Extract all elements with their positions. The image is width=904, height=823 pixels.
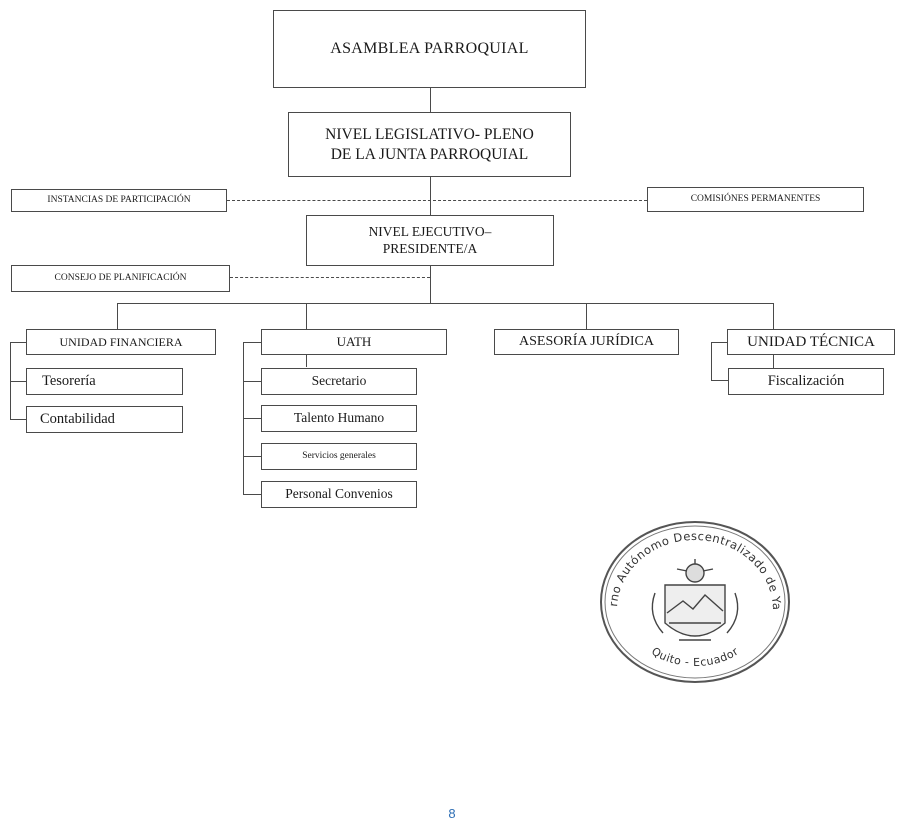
box-uath: UATH xyxy=(261,329,447,355)
tecnica-bracket-vertical xyxy=(711,342,713,381)
personal-convenios-label: Personal Convenios xyxy=(285,486,393,502)
tecnica-label: UNIDAD TÉCNICA xyxy=(747,333,875,350)
financiera-branch-tesoreria xyxy=(10,381,26,383)
svg-text:Quito - Ecuador: Quito - Ecuador xyxy=(649,645,741,669)
box-asamblea-parroquial: ASAMBLEA PARROQUIAL xyxy=(273,10,586,88)
legislativo-line-2: DE LA JUNTA PARROQUIAL xyxy=(330,145,529,163)
connector-ejecutivo-bus xyxy=(430,266,432,304)
coat-of-arms-icon xyxy=(651,559,739,641)
box-asesoria-juridica: ASESORÍA JURÍDICA xyxy=(494,329,679,355)
legislativo-line-1: NIVEL LEGISLATIVO- PLENO xyxy=(325,126,534,144)
box-servicios-generales: Servicios generales xyxy=(261,443,417,470)
box-contabilidad: Contabilidad xyxy=(26,406,183,433)
tecnica-bracket-top xyxy=(711,342,727,344)
seal-bottom-text: Quito - Ecuador xyxy=(649,645,740,669)
comisiones-label: COMISIÓNES PERMANENTES xyxy=(690,193,821,204)
drop-financiera xyxy=(117,303,119,329)
dashed-connector-participacion xyxy=(227,200,647,201)
tecnica-branch xyxy=(711,380,728,382)
horizontal-bus xyxy=(117,303,774,305)
juridica-label: ASESORÍA JURÍDICA xyxy=(519,334,654,350)
contabilidad-label: Contabilidad xyxy=(40,411,115,428)
talento-humano-label: Talento Humano xyxy=(293,410,385,426)
consejo-label: CONSEJO DE PLANIFICACIÓN xyxy=(54,272,187,283)
uath-bracket-top xyxy=(243,342,261,344)
uath-stem xyxy=(306,355,308,367)
drop-juridica xyxy=(586,303,588,329)
drop-uath xyxy=(306,303,308,329)
financiera-label: UNIDAD FINANCIERA xyxy=(59,334,183,349)
secretario-label: Secretario xyxy=(311,373,367,389)
servicios-generales-label: Servicios generales xyxy=(302,450,376,461)
drop-tecnica xyxy=(773,303,775,329)
seal-stamp-icon: Gobierno Autónomo Descentralizado de Yar… xyxy=(590,504,790,683)
box-consejo-planificacion: CONSEJO DE PLANIFICACIÓN xyxy=(11,265,230,292)
box-comisiones-permanentes: COMISIÓNES PERMANENTES xyxy=(647,187,864,212)
tesoreria-label: Tesorería xyxy=(42,373,96,390)
financiera-bracket-top xyxy=(10,342,26,344)
uath-branch-3 xyxy=(243,456,261,458)
ejecutivo-line-2: PRESIDENTE/A xyxy=(382,240,478,256)
ejecutivo-line-1: NIVEL EJECUTIVO– xyxy=(368,223,492,239)
instancias-label: INSTANCIAS DE PARTICIPACIÓN xyxy=(47,194,191,205)
page-number: 8 xyxy=(448,806,456,821)
fiscalizacion-label: Fiscalización xyxy=(767,373,845,390)
dashed-connector-consejo xyxy=(230,277,430,278)
uath-branch-1 xyxy=(243,381,261,383)
financiera-branch-contabilidad xyxy=(10,419,26,421)
official-seal: Gobierno Autónomo Descentralizado de Yar… xyxy=(590,504,795,685)
box-talento-humano: Talento Humano xyxy=(261,405,417,432)
uath-label: UATH xyxy=(336,333,372,349)
box-nivel-legislativo: NIVEL LEGISLATIVO- PLENO DE LA JUNTA PAR… xyxy=(288,112,571,177)
tecnica-stem xyxy=(773,355,775,368)
box-fiscalizacion: Fiscalización xyxy=(728,368,884,395)
uath-branch-4 xyxy=(243,494,261,496)
box-instancias-participacion: INSTANCIAS DE PARTICIPACIÓN xyxy=(11,189,227,212)
connector-asamblea-legislativo xyxy=(430,88,432,112)
box-secretario: Secretario xyxy=(261,368,417,395)
box-unidad-financiera: UNIDAD FINANCIERA xyxy=(26,329,216,355)
box-personal-convenios: Personal Convenios xyxy=(261,481,417,508)
box-unidad-tecnica: UNIDAD TÉCNICA xyxy=(727,329,895,355)
connector-legislativo-ejecutivo xyxy=(430,177,432,215)
uath-branch-2 xyxy=(243,418,261,420)
box-tesoreria: Tesorería xyxy=(26,368,183,395)
box-nivel-ejecutivo: NIVEL EJECUTIVO– PRESIDENTE/A xyxy=(306,215,554,266)
asamblea-label: ASAMBLEA PARROQUIAL xyxy=(330,40,529,57)
